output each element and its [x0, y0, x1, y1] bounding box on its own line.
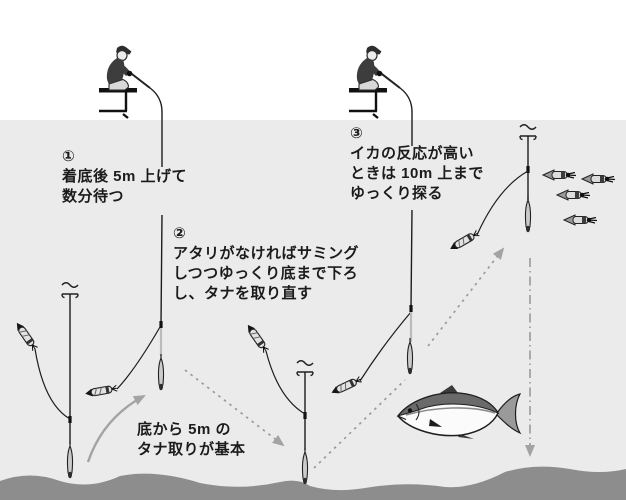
squid-jig-icon [243, 322, 271, 354]
squid-icon [581, 173, 616, 185]
arrow-search-up-10m [313, 247, 505, 469]
step2-line2: しつつゆっくり底まで下ろ [173, 265, 359, 282]
squid-jig-icon [12, 320, 40, 352]
squid-icon [556, 189, 591, 201]
squid-icon [542, 169, 577, 181]
annotation-step1: ① 着底後 5m 上げて 数分待つ [62, 147, 187, 207]
annotation-bottom-note: 底から 5m の タナ取りが基本 [137, 420, 246, 460]
fish-icon [396, 385, 522, 439]
step3-line3: ゆっくり探る [350, 185, 444, 202]
squid-jig-icon [447, 228, 481, 254]
squid-icon [563, 214, 598, 226]
step2-line1: アタリがなければサミング [173, 245, 360, 262]
step2-number: ② [173, 225, 187, 242]
sinker-icon [406, 337, 414, 375]
rig-searched-up-high [447, 124, 537, 254]
annotation-step2: ② アタリがなければサミング しつつゆっくり底まで下ろ し、タナを取り直す [173, 224, 359, 304]
sinker-icon [301, 447, 309, 485]
bottom-note-line1: 底から 5m の [137, 421, 232, 438]
boat-gunwale-icon [347, 86, 389, 120]
step1-line2: 数分待つ [62, 188, 125, 205]
bottom-note-line2: タナ取りが基本 [137, 441, 246, 458]
annotation-step3: ③ イカの反応が高い ときは 10m 上まで ゆっくり探る [350, 124, 484, 204]
water-background [0, 120, 626, 500]
sinker-icon [66, 441, 74, 479]
seated-angler-icon [105, 44, 151, 91]
step2-line3: し、タナを取り直す [173, 285, 313, 302]
arrow-raise-5m [86, 394, 146, 463]
seated-angler-icon [355, 44, 401, 91]
rig-raised-left-angler [83, 87, 165, 399]
step3-line1: イカの反応が高い [350, 145, 475, 162]
seabed [0, 466, 626, 500]
rig-on-bottom-left [12, 282, 79, 479]
rig-on-bottom-middle [243, 322, 314, 485]
rig-raised-right-angler [329, 87, 414, 397]
step1-line1: 着底後 5m 上げて [62, 168, 188, 185]
squid-jig-icon [329, 375, 363, 397]
boat-gunwale-icon [97, 86, 139, 120]
sinker-icon [157, 353, 165, 391]
sinker-icon [524, 195, 532, 233]
squid-jig-icon [83, 383, 119, 399]
step3-number: ③ [350, 125, 364, 142]
step1-number: ① [62, 148, 76, 165]
step3-line2: ときは 10m 上まで [350, 165, 484, 182]
